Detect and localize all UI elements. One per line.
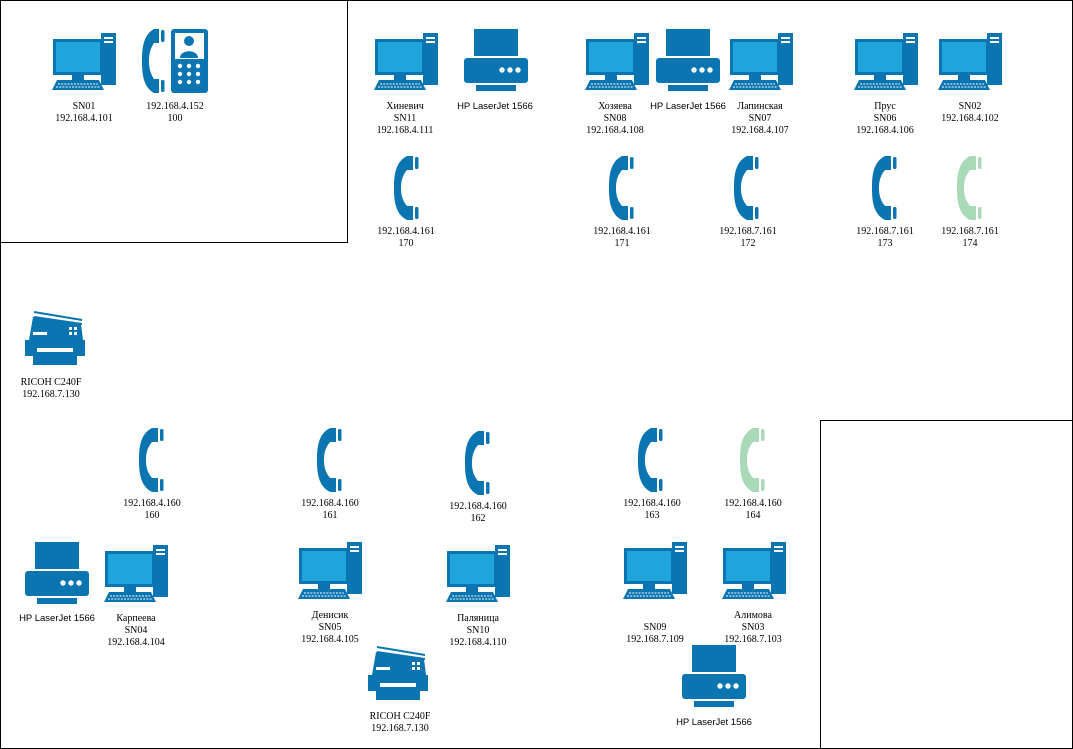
room-top-left <box>0 0 348 243</box>
label-line: 192.168.4.111 <box>376 125 434 136</box>
label-line: SN06 <box>873 113 897 124</box>
label-line: SN07 <box>748 113 772 124</box>
label-line: 161 <box>322 510 338 521</box>
device-label-hp2: HP LaserJet 1566 <box>650 101 726 113</box>
label-line: SN01 <box>72 101 96 112</box>
label-line: 192.168.4.101 <box>55 113 113 124</box>
label-line: SN05 <box>318 622 342 633</box>
label-line: 164 <box>745 510 761 521</box>
label-line: HP LaserJet 1566 <box>676 717 752 728</box>
label-line: SN08 <box>603 113 627 124</box>
label-line: HP LaserJet 1566 <box>19 613 95 624</box>
label-line: 192.168.7.103 <box>724 634 782 645</box>
label-line: SN10 <box>466 625 490 636</box>
label-line: 192.168.4.160 <box>449 501 507 512</box>
label-line: 192.168.4.102 <box>941 113 999 124</box>
label-line: 192.168.4.160 <box>724 498 782 509</box>
label-line: 192.168.4.160 <box>301 498 359 509</box>
label-line: 162 <box>470 513 486 524</box>
label-line: RICOH C240F <box>369 711 431 722</box>
label-line: SN03 <box>741 622 765 633</box>
label-line: 192.168.4.108 <box>586 125 644 136</box>
label-line: Прус <box>874 101 896 112</box>
label-line: SN04 <box>124 625 148 636</box>
label-line: 172 <box>740 238 756 249</box>
label-line: 192.168.7.109 <box>626 634 684 645</box>
label-line: 192.168.4.160 <box>623 498 681 509</box>
room-bottom-right <box>820 420 1073 749</box>
label-line: 170 <box>398 238 414 249</box>
label-line: 192.168.4.106 <box>856 125 914 136</box>
label-line: Паляница <box>457 613 499 624</box>
label-line: 192.168.4.161 <box>593 226 651 237</box>
label-line: Алимова <box>734 610 772 621</box>
label-line: Хиневич <box>386 101 424 112</box>
label-line: HP LaserJet 1566 <box>650 101 726 112</box>
label-line: 173 <box>877 238 893 249</box>
label-line: 100 <box>167 113 183 124</box>
label-line: 192.168.4.160 <box>123 498 181 509</box>
label-line: HP LaserJet 1566 <box>457 101 533 112</box>
label-line: Денисик <box>311 610 349 621</box>
label-line: 160 <box>144 510 160 521</box>
label-line: 192.168.4.104 <box>107 637 165 648</box>
label-line: 174 <box>962 238 978 249</box>
label-line: SN09 <box>643 622 667 633</box>
label-line: 163 <box>644 510 660 521</box>
label-line: 192.168.4.107 <box>731 125 789 136</box>
device-label-hp3: HP LaserJet 1566 <box>19 613 95 625</box>
label-line: 171 <box>614 238 630 249</box>
label-line: Лапинская <box>737 101 783 112</box>
device-label-hp1: HP LaserJet 1566 <box>457 101 533 113</box>
label-line: 192.168.7.161 <box>941 226 999 237</box>
label-line: 192.168.7.130 <box>371 723 429 734</box>
device-label-hp4: HP LaserJet 1566 <box>676 717 752 729</box>
label-line: 192.168.4.161 <box>377 226 435 237</box>
label-line: 192.168.7.130 <box>22 389 80 400</box>
label-line: 192.168.7.161 <box>856 226 914 237</box>
label-line: 192.168.7.161 <box>719 226 777 237</box>
label-line: 192.168.4.105 <box>301 634 359 645</box>
label-line: RICOH C240F <box>20 377 82 388</box>
label-line: 192.168.4.152 <box>146 101 204 112</box>
label-line: 192.168.4.110 <box>449 637 507 648</box>
label-line: Хозяева <box>598 101 632 112</box>
label-line: Карпеева <box>116 613 156 624</box>
label-line: SN11 <box>393 113 417 124</box>
label-line: SN02 <box>958 101 982 112</box>
